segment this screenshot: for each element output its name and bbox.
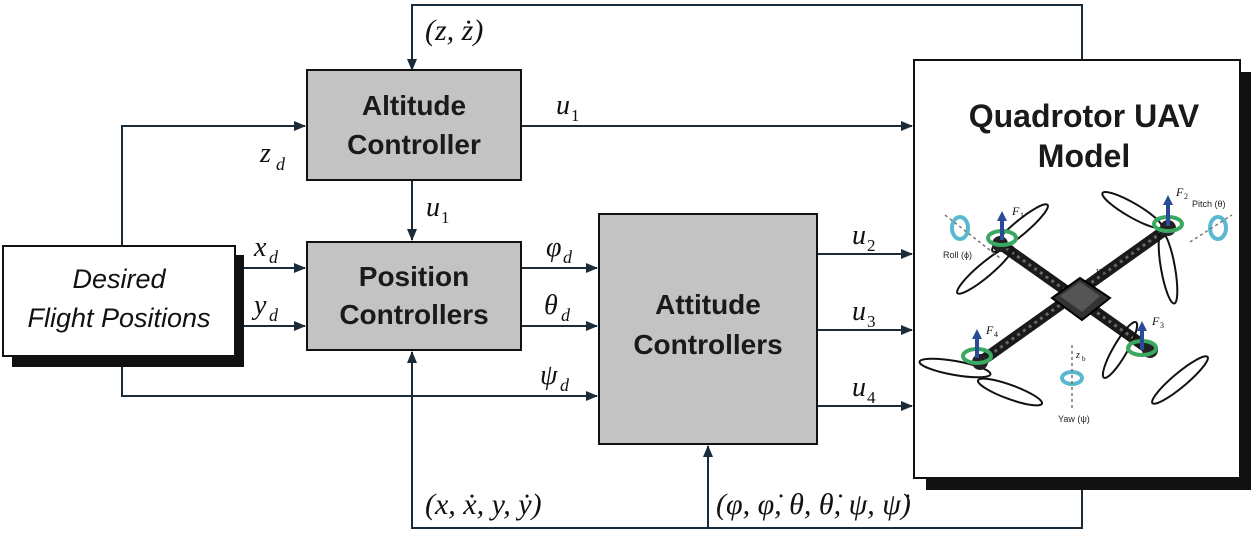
roll-label: Roll (ϕ) bbox=[943, 250, 972, 260]
xb-sub: b bbox=[1050, 273, 1054, 281]
attitude-controllers-block: Attitude Controllers bbox=[598, 213, 818, 445]
f3-sub: 3 bbox=[1160, 321, 1164, 330]
psid-label: ψ bbox=[540, 360, 558, 391]
thetad-sub: d bbox=[561, 305, 571, 325]
xd-label: x bbox=[253, 232, 267, 263]
u4-sub: 4 bbox=[867, 388, 876, 407]
quadrotor-model-block: Quadrotor UAV Model bbox=[913, 59, 1251, 490]
f1-label: F bbox=[1011, 204, 1020, 218]
f4-label: F bbox=[985, 323, 994, 337]
xb-label: x bbox=[1043, 268, 1049, 279]
bottom-feedback-line bbox=[407, 351, 1083, 529]
yd-label: y bbox=[251, 290, 267, 321]
attitude-label-line1: Attitude bbox=[655, 289, 761, 320]
f4-sub: 4 bbox=[994, 330, 998, 339]
altitude-feedback-label: (z, ż) bbox=[425, 14, 483, 47]
yaw-label: Yaw (ψ) bbox=[1058, 414, 1090, 424]
attitude-label-line2: Controllers bbox=[633, 329, 782, 360]
desired-label-line1: Desired bbox=[72, 264, 166, 294]
desired-positions-block: Desired Flight Positions bbox=[2, 245, 244, 367]
psid-sub: d bbox=[560, 375, 570, 395]
altitude-label-line1: Altitude bbox=[362, 90, 466, 121]
zb-sub: b bbox=[1082, 355, 1086, 363]
zd-label: z bbox=[259, 138, 271, 169]
u3-label: u bbox=[852, 296, 866, 327]
u1-top-label: u bbox=[556, 90, 570, 121]
zb-label: z bbox=[1075, 350, 1080, 361]
u3-sub: 3 bbox=[867, 312, 876, 331]
position-label-line1: Position bbox=[359, 261, 469, 292]
model-label-line2: Model bbox=[1038, 138, 1130, 174]
f2-sub: 2 bbox=[1184, 192, 1188, 201]
u2-sub: 2 bbox=[867, 236, 876, 255]
zd-line bbox=[121, 121, 306, 245]
attitude-feedback-label: (φ, φ̇, θ, θ̇, ψ, ψ̇) bbox=[716, 488, 911, 521]
phid-sub: d bbox=[563, 247, 573, 267]
u1-mid-sub: 1 bbox=[441, 208, 450, 227]
f3-label: F bbox=[1151, 314, 1160, 328]
model-label-line1: Quadrotor UAV bbox=[969, 98, 1200, 134]
altitude-feedback-line bbox=[407, 4, 1083, 71]
u2-label: u bbox=[852, 220, 866, 251]
u1-top-sub: 1 bbox=[571, 106, 580, 125]
altitude-controller-block: Altitude Controller bbox=[306, 69, 522, 181]
position-label-line2: Controllers bbox=[339, 299, 488, 330]
quadrotor-illustration: F 1 F 2 F 3 F 4 Pitch (θ) Roll (ϕ) Yaw (… bbox=[918, 185, 1233, 424]
f2-label: F bbox=[1175, 185, 1184, 199]
u4-label: u bbox=[852, 372, 866, 403]
u1-mid-label: u bbox=[426, 192, 440, 223]
phid-label: φ bbox=[546, 232, 562, 263]
position-controllers-block: Position Controllers bbox=[306, 241, 522, 351]
position-feedback-label: (x, ẋ, y, ẏ) bbox=[425, 488, 542, 521]
altitude-label-line2: Controller bbox=[347, 129, 481, 160]
signal-labels: z d x d y d ψ d u 1 u 1 φ d θ d u 2 u 3 … bbox=[251, 14, 911, 521]
pitch-label: Pitch (θ) bbox=[1192, 199, 1226, 209]
yb-sub: b bbox=[1102, 271, 1106, 279]
desired-label-line2: Flight Positions bbox=[27, 303, 210, 333]
yb-label: y bbox=[1095, 266, 1101, 277]
zd-sub: d bbox=[276, 154, 286, 174]
thetad-label: θ bbox=[544, 290, 558, 321]
f1-sub: 1 bbox=[1020, 211, 1024, 220]
xd-sub: d bbox=[269, 247, 279, 267]
yd-sub: d bbox=[269, 305, 279, 325]
